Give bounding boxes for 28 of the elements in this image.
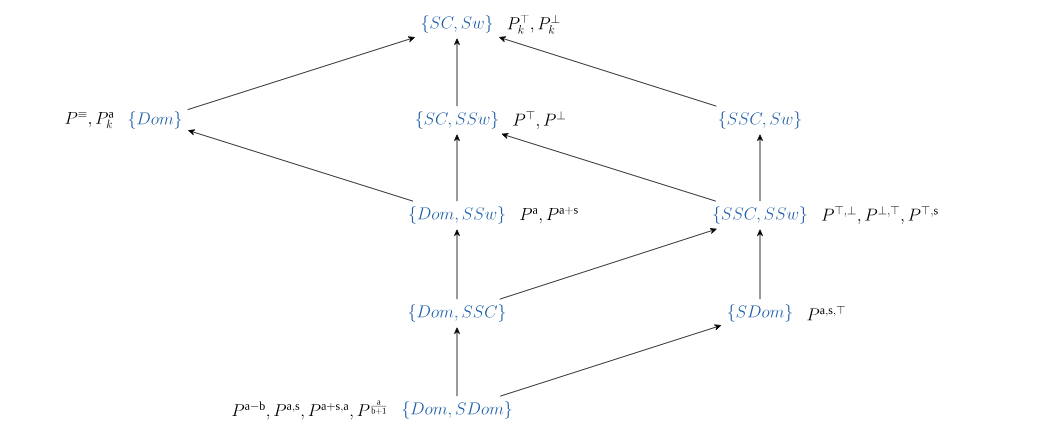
set-label: $\{Dom, SSw\}$	[409, 206, 505, 224]
formula-label: $P^{\equiv}, P_k^{\mathrm{a}}$	[65, 111, 114, 129]
set-label: $\{Dom, SSC\}$	[409, 304, 505, 322]
set-label: $\{SSC, Sw\}$	[719, 111, 801, 129]
arrow	[454, 38, 460, 107]
formula-label: $P^{\top,\bot}, P^{\bot,\top}, P^{\top,\mathrm{s}}$	[821, 206, 938, 224]
set-label: $\{SDom\}$	[728, 304, 792, 322]
set-label: $\{Dom, SDom\}$	[402, 401, 512, 419]
arrow	[757, 134, 763, 202]
arrow	[454, 229, 460, 300]
formula-label: $P^{\mathrm{a-b}}, P^{\mathrm{a,s}}, P^{\mathrm{a+s,a}}, P^{\frac{\mathrm{a}}{\mathrm{b+1}}}$	[232, 400, 387, 420]
arrow	[454, 327, 460, 397]
arrow	[499, 228, 717, 300]
formula-label: $P^{\mathrm{a}}, P^{\mathrm{a+s}}$	[520, 206, 578, 224]
arrow	[757, 229, 763, 300]
arrow	[499, 36, 717, 107]
set-label: $\{SSC, SSw\}$	[713, 206, 807, 224]
arrow	[454, 134, 460, 202]
arrow	[188, 129, 414, 202]
set-label: $\{SC, Sw\}$	[421, 15, 493, 33]
formula-label: $P_k^{\top}, P_k^{\bot}$	[507, 14, 560, 34]
arrow	[187, 36, 415, 111]
arrow	[499, 324, 722, 397]
formula-label: $P^{\mathrm{a,s},\top}$	[807, 306, 845, 321]
formula-label: $P^{\top}, P^{\bot}$	[513, 111, 566, 129]
arrow	[501, 133, 717, 202]
set-label: $\{SC, SSw\}$	[416, 111, 498, 129]
set-label: $\{Dom\}$	[128, 111, 182, 129]
